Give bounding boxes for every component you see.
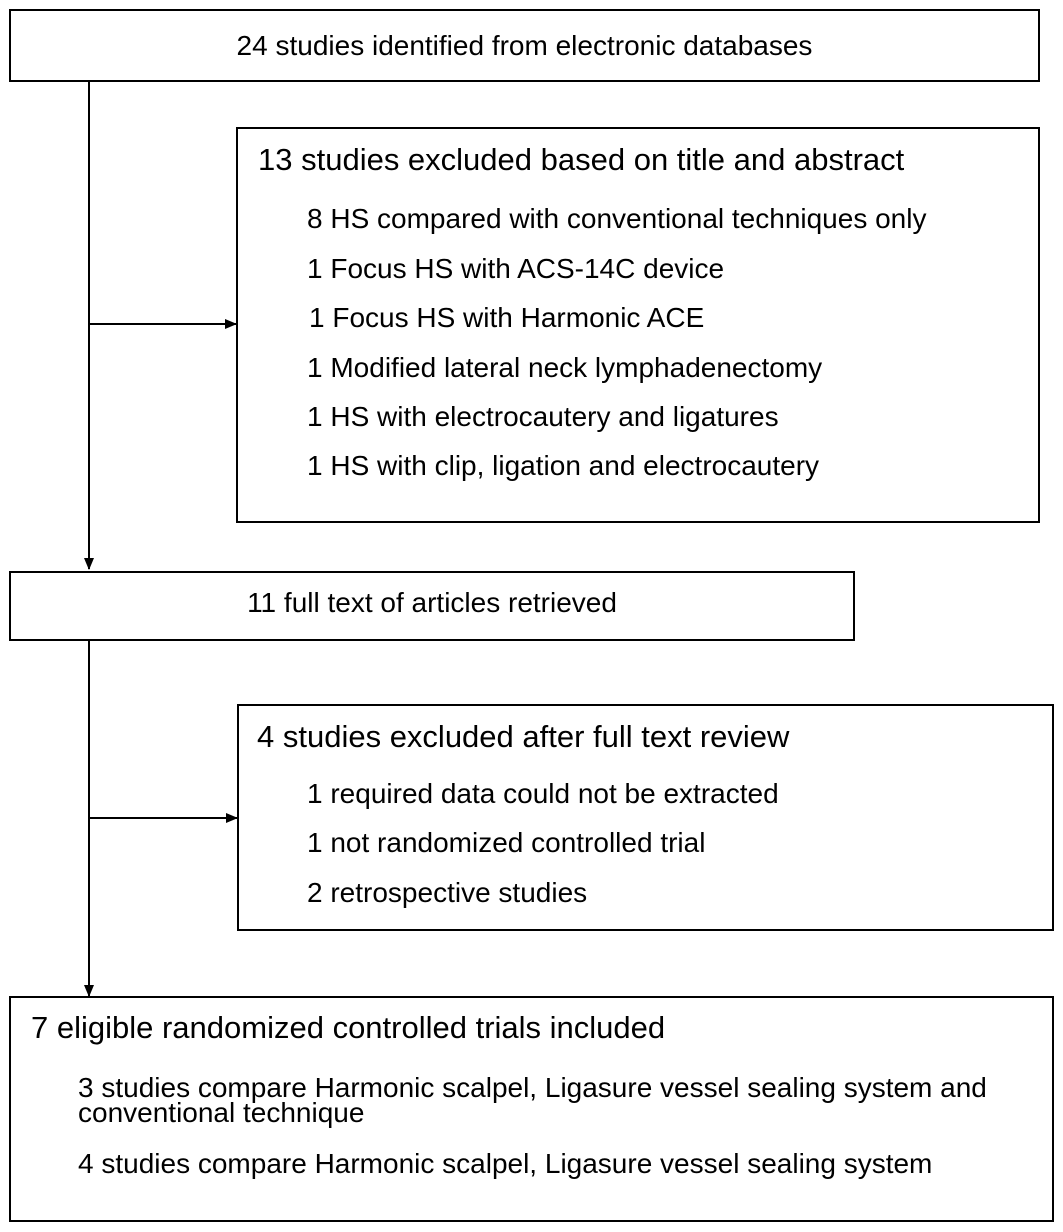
excluded-fulltext-heading: 4 studies excluded after full text revie… <box>257 719 790 754</box>
excluded-fulltext-item: 1 required data could not be extracted <box>307 778 779 809</box>
included-item: 4 studies compare Harmonic scalpel, Liga… <box>78 1148 933 1179</box>
excluded-screening-item: 1 Focus HS with ACS-14C device <box>307 253 725 284</box>
excluded-screening-item: 8 HS compared with conventional techniqu… <box>307 203 927 234</box>
excluded-screening-item: 1 HS with clip, ligation and electrocaut… <box>307 450 820 481</box>
included-box: 7 eligible randomized controlled trials … <box>9 996 1054 1222</box>
included-heading: 7 eligible randomized controlled trials … <box>31 1010 666 1045</box>
excluded-screening-item: 1 Modified lateral neck lymphadenectomy <box>307 352 823 383</box>
excluded-screening-item: 1 HS with electrocautery and ligatures <box>307 401 779 432</box>
excluded-fulltext-item: 1 not randomized controlled trial <box>307 827 706 858</box>
excluded-screening-heading: 13 studies excluded based on title and a… <box>258 142 905 177</box>
retrieved-text: 11 full text of articles retrieved <box>247 587 617 618</box>
identified-box: 24 studies identified from electronic da… <box>9 9 1040 82</box>
excluded-fulltext-box: 4 studies excluded after full text revie… <box>237 704 1054 931</box>
included-item: 3 studies compare Harmonic scalpel, Liga… <box>78 1072 987 1128</box>
excluded-fulltext-item: 2 retrospective studies <box>307 877 588 908</box>
retrieved-box: 11 full text of articles retrieved <box>9 571 855 641</box>
excluded-screening-item: 1 Focus HS with Harmonic ACE <box>309 302 705 333</box>
identified-text: 24 studies identified from electronic da… <box>236 30 813 61</box>
excluded-screening-box: 13 studies excluded based on title and a… <box>236 127 1040 523</box>
